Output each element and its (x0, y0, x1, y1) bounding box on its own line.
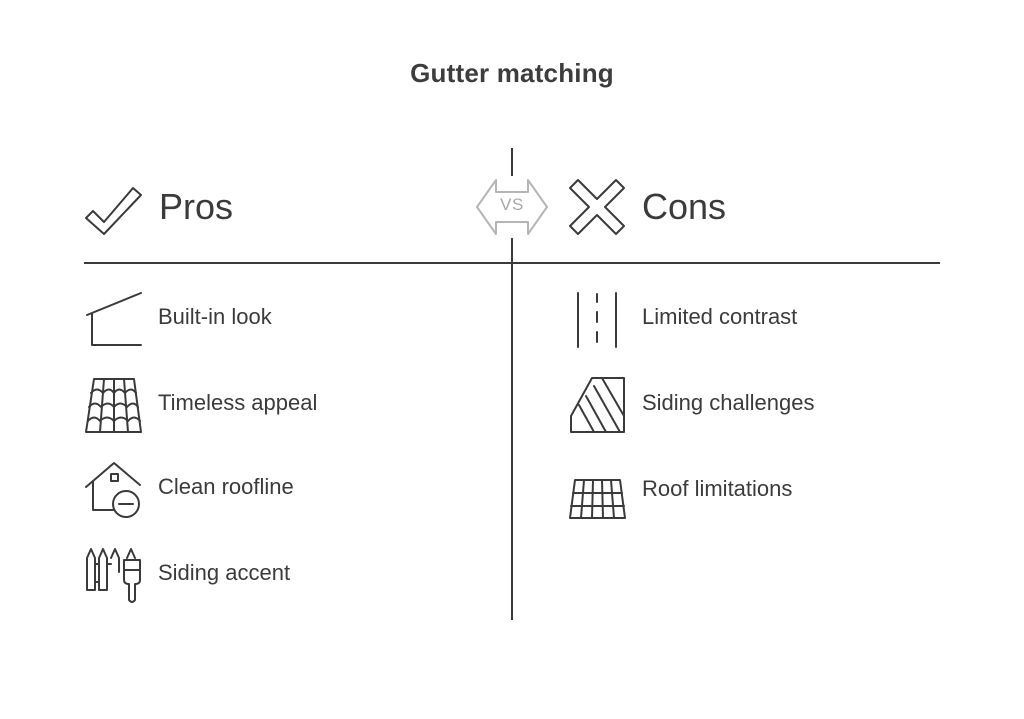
cons-heading: Cons (642, 186, 727, 227)
pros-heading: Pros (159, 186, 234, 227)
solar-grid-icon (568, 462, 628, 527)
pros-item-label: Timeless appeal (158, 390, 318, 415)
cons-item-label: Limited contrast (642, 304, 798, 329)
pros-item-label: Siding accent (158, 560, 291, 585)
pros-item-label: Clean roofline (158, 474, 294, 499)
vs-label: VS (500, 195, 524, 214)
cons-item-label: Siding challenges (642, 390, 815, 415)
vs-badge: VS (474, 176, 550, 238)
double-arrow-icon (476, 179, 548, 235)
checkmark-icon (84, 184, 144, 243)
center-divider (511, 148, 513, 620)
roof-tiles-icon (84, 376, 144, 441)
x-mark-icon (568, 178, 626, 241)
road-lanes-icon (568, 290, 628, 355)
hatched-panel-icon (568, 376, 628, 441)
header-divider (84, 262, 940, 264)
house-minus-icon (84, 460, 144, 525)
pros-item-label: Built-in look (158, 304, 272, 329)
cons-item-label: Roof limitations (642, 476, 793, 501)
page-title: Gutter matching (410, 58, 614, 88)
roof-slope-icon (84, 290, 144, 355)
fence-paintbrush-icon (84, 546, 144, 611)
